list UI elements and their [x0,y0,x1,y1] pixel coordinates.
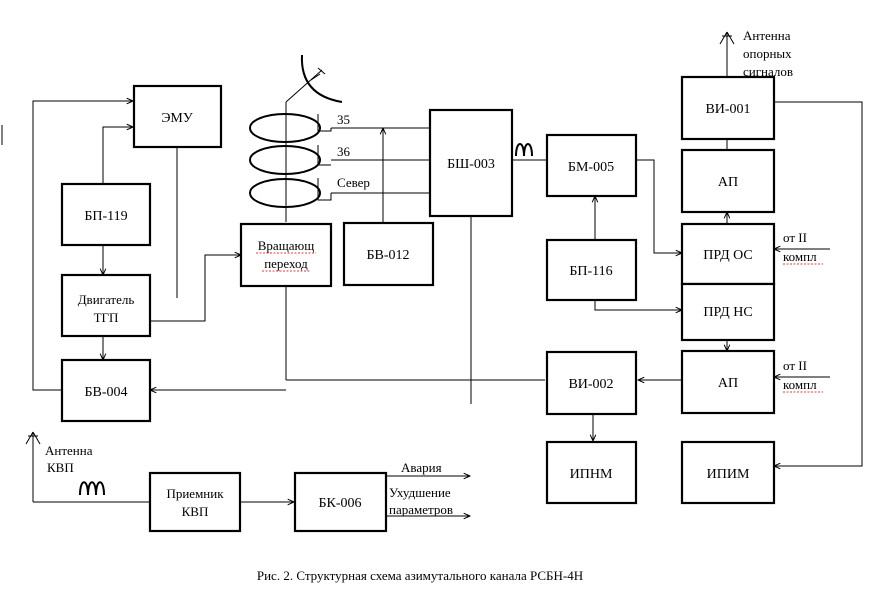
antenna-ref-label-1: Антенна [743,28,791,43]
ring-north [249,178,321,208]
block-receiver-label-1: Приемник [166,486,224,501]
block-motor: Двигатель ТГП [60,273,152,338]
block-bm005-label: БМ-005 [568,160,614,175]
block-bv012: БВ-012 [342,221,435,287]
ring-35 [249,113,321,143]
kvp-antenna-icon [25,431,41,445]
block-ap-top: АП [680,148,776,214]
block-emu-label: ЭМУ [161,111,193,126]
ring-north-label: Север [337,175,370,190]
block-bp116-label: БП-116 [569,264,612,279]
block-rotary-joint: Вращающ переход [239,222,333,288]
block-vi002: ВИ-002 [545,350,638,416]
block-receiver-label-2: КВП [182,504,209,519]
from-ii-bottom-label-2: компл [783,377,817,392]
block-prd-ns-label: ПРД НС [703,305,752,320]
connections [32,32,863,516]
antenna-ref-label-2: опорных [743,46,792,61]
block-motor-label-1: Двигатель [78,292,135,307]
dish-antenna [285,54,343,103]
block-motor-label-2: ТГП [94,310,119,325]
antenna-kvp-label-2: КВП [47,460,74,475]
ring-36 [249,145,321,175]
block-rotary-label-2: переход [264,256,308,271]
block-vi002-label: ВИ-002 [568,377,613,392]
block-bp116: БП-116 [545,238,638,302]
ring-35-label: 35 [337,112,350,127]
block-ap-bottom-label: АП [718,376,738,391]
block-bm005: БМ-005 [545,133,638,198]
block-prd-os-label: ПРД ОС [703,248,753,263]
degrade-label-2: параметров [389,502,453,517]
antenna-ref-label-3: сигналов [743,64,793,79]
block-bv012-label: БВ-012 [366,248,409,263]
block-vi001-label: ВИ-001 [705,102,750,117]
block-receiver-kvp: Приемник КВП [148,471,242,533]
block-prd-ns: ПРД НС [680,282,776,342]
figure-caption: Рис. 2. Структурная схема азимутального … [257,568,583,583]
block-bsh003-label: БШ-003 [447,157,495,172]
ring-36-label: 36 [337,144,351,159]
kvp-antenna-symbol [79,481,105,496]
block-rotary-label-1: Вращающ [258,238,314,253]
from-ii-top-label-1: от II [783,230,807,245]
antenna-kvp-label-1: Антенна [45,443,93,458]
block-bk006: БК-006 [293,471,388,533]
waveguide-symbol [515,143,533,157]
degrade-label-1: Ухудшение [389,485,451,500]
block-ap-top-label: АП [718,175,738,190]
block-emu: ЭМУ [132,84,223,149]
block-bv004: БВ-004 [60,358,152,423]
block-prd-os: ПРД ОС [680,222,776,286]
block-ipnm-label: ИПНМ [570,467,613,482]
block-ipnm: ИПНМ [545,440,638,505]
from-ii-bottom-label-1: от II [783,358,807,373]
block-bv004-label: БВ-004 [84,385,127,400]
block-vi001: ВИ-001 [680,75,776,141]
block-bp119-label: БП-119 [84,209,127,224]
block-ap-bottom: АП [680,349,776,415]
block-ipim-label: ИПИМ [707,467,750,482]
block-bp119: БП-119 [60,182,152,247]
block-bsh003: БШ-003 [428,108,514,218]
alarm-label: Авария [401,460,442,475]
block-ipim: ИПИМ [680,440,776,505]
ref-antenna-icon [719,31,735,45]
from-ii-top-label-2: компл [783,249,817,264]
block-bk006-label: БК-006 [318,496,361,511]
